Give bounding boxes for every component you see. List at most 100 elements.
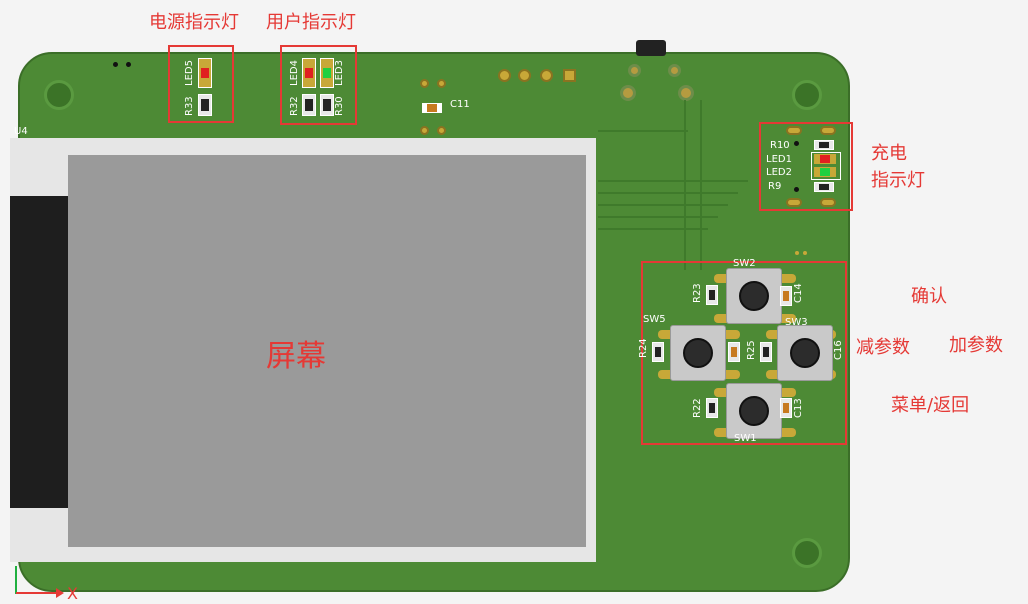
r33-label: R33 <box>184 96 195 116</box>
c11-label: C11 <box>450 99 470 110</box>
led4-label: LED4 <box>289 60 300 86</box>
sw2-lug <box>778 314 796 323</box>
decrease-annotation: 减参数 <box>856 337 910 358</box>
r24-body <box>655 347 661 357</box>
sw3-button-cap[interactable] <box>790 338 820 368</box>
charge-led-highlight <box>759 122 853 211</box>
header-pad-square <box>563 69 576 82</box>
trace <box>700 100 702 270</box>
trace <box>684 100 686 270</box>
r32-body <box>305 99 313 111</box>
r10-body <box>819 142 829 148</box>
led1-light <box>820 155 830 163</box>
mounting-hole-top-right <box>792 80 822 110</box>
charge-pad <box>786 198 802 207</box>
trace <box>598 216 718 218</box>
via <box>628 64 641 77</box>
led4-light <box>305 68 313 78</box>
r24-label: R24 <box>638 338 649 358</box>
header-pad <box>518 69 531 82</box>
led3-light <box>323 68 331 78</box>
sw1-lug <box>714 428 732 437</box>
sw2-button-cap[interactable] <box>739 281 769 311</box>
sw1-lug <box>778 428 796 437</box>
r33-body <box>201 99 209 111</box>
sw5-button-cap[interactable] <box>683 338 713 368</box>
r23-body <box>709 290 715 300</box>
c11-pad <box>420 79 429 88</box>
sw3-lug <box>766 330 784 339</box>
c11-pad <box>437 79 446 88</box>
sw1-lug <box>714 388 732 397</box>
c15-body <box>731 347 737 357</box>
c13-body <box>783 403 789 413</box>
r22-label: R22 <box>692 398 703 418</box>
mounting-hole-top-left <box>44 80 74 110</box>
c11-pad <box>420 126 429 135</box>
sw5-lug <box>658 370 676 379</box>
via-dot <box>126 62 131 67</box>
sw5-lug <box>722 330 740 339</box>
user-led-highlight <box>280 45 357 125</box>
charge-led-frame <box>811 152 841 180</box>
screen-connector-strip <box>10 196 68 508</box>
via <box>668 64 681 77</box>
c14-label: C14 <box>793 283 804 303</box>
trace <box>598 180 748 182</box>
led5-light <box>201 68 209 78</box>
led2-light <box>820 168 830 176</box>
charge-pad <box>820 198 836 207</box>
sw3-lug <box>766 370 784 379</box>
increase-annotation: 加参数 <box>949 335 1003 356</box>
r25-label: R25 <box>746 340 757 360</box>
sw5-label: SW5 <box>643 314 666 325</box>
via <box>678 85 694 101</box>
menu-back-annotation: 菜单/返回 <box>891 395 970 416</box>
r30-body <box>323 99 331 111</box>
trace <box>598 228 708 230</box>
sw3-label: SW3 <box>785 317 808 328</box>
r22-body <box>709 403 715 413</box>
r9-body <box>819 184 829 190</box>
r32-label: R32 <box>289 96 300 116</box>
sw1-button-cap[interactable] <box>739 396 769 426</box>
screen-notch-bottom <box>38 508 68 534</box>
sw5-lug <box>658 330 676 339</box>
c11-body <box>427 104 437 112</box>
trace <box>598 204 728 206</box>
c13-label: C13 <box>793 398 804 418</box>
led2-label: LED2 <box>766 167 792 178</box>
led1-label: LED1 <box>766 154 792 165</box>
confirm-annotation: 确认 <box>911 286 947 307</box>
y-axis-arrow <box>15 566 17 594</box>
led5-label: LED5 <box>184 60 195 86</box>
user-led-annotation: 用户指示灯 <box>266 12 356 33</box>
c11-pad <box>437 126 446 135</box>
r9-label: R9 <box>768 181 782 192</box>
via-dot <box>113 62 118 67</box>
r25-body <box>763 347 769 357</box>
sw2-lug <box>778 274 796 283</box>
top-connector <box>636 40 666 56</box>
led3-label: LED3 <box>334 60 345 86</box>
sw1-label: SW1 <box>734 433 757 444</box>
u4-label: U4 <box>14 126 28 137</box>
test-pad <box>803 251 807 255</box>
sw2-lug <box>714 274 732 283</box>
charge-led-annotation-line2: 指示灯 <box>871 170 925 191</box>
trace <box>598 130 688 132</box>
sw2-lug <box>714 314 732 323</box>
sw5-lug <box>722 370 740 379</box>
charge-pad <box>820 126 836 135</box>
sw1-lug <box>778 388 796 397</box>
power-led-annotation: 电源指示灯 <box>149 12 239 33</box>
charge-led-annotation-line1: 充电 <box>871 143 907 164</box>
test-pad <box>795 251 799 255</box>
mounting-hole-bottom-right <box>792 538 822 568</box>
x-axis-label: X <box>67 584 78 603</box>
x-axis-arrowhead <box>56 588 64 598</box>
c14-body <box>783 291 789 301</box>
buttons-highlight <box>641 261 847 445</box>
power-led-highlight <box>168 45 234 123</box>
screen-annotation: 屏幕 <box>266 339 326 374</box>
